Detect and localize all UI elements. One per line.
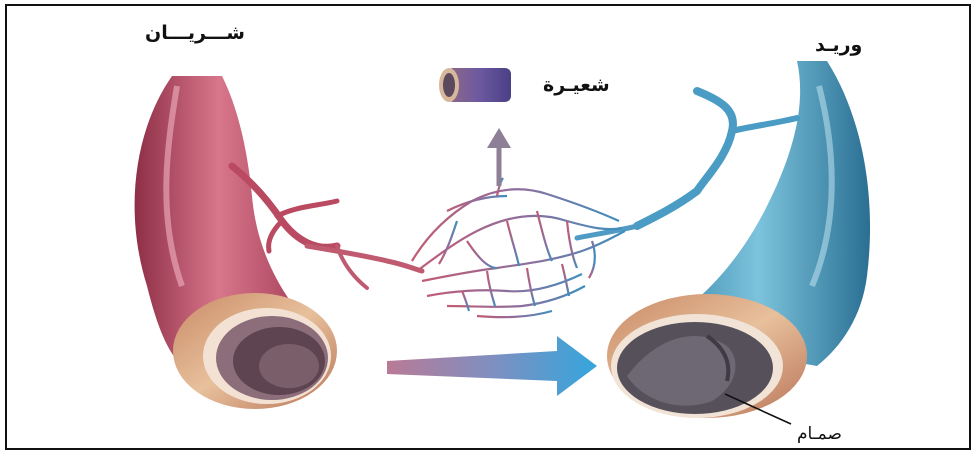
capillary-label: شعيـرة [543,74,610,96]
artery [135,76,422,409]
up-arrow [487,128,511,186]
blood-flow-arrow [387,336,597,396]
valve-label: صمـام [797,424,842,444]
artery-label: شـــريـــان [145,22,245,44]
capillary-segment [439,68,511,102]
capillary-network [412,178,625,317]
vein-label: وريـد [815,34,862,56]
diagram-frame: شـــريـــان وريـد شعيـرة صمـام [5,4,971,450]
blood-vessels-illustration [7,6,971,450]
vein [577,61,870,418]
